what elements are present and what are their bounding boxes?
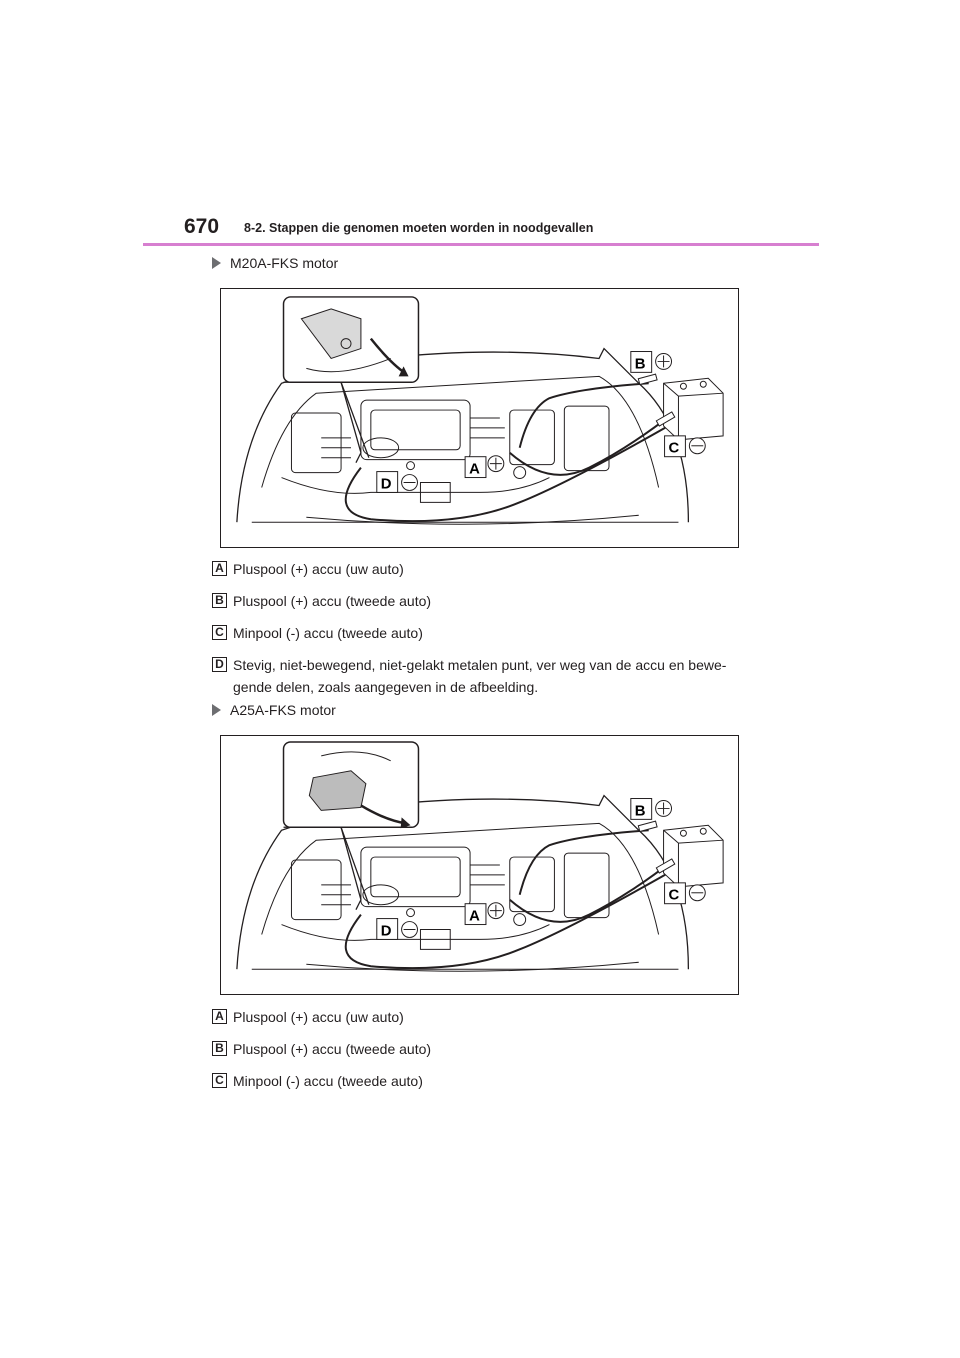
legend-item: B Pluspool (+) accu (tweede auto): [212, 590, 757, 612]
legend-text: Minpool (-) accu (tweede auto): [233, 622, 757, 644]
engine-bay-illustration-m20a: B C A D: [220, 288, 739, 548]
label-a-marker: A: [465, 903, 504, 925]
legend-text: Stevig, niet-bewegend, niet-gelakt metal…: [233, 654, 757, 698]
chapter-title: 8-2. Stappen die genomen moeten worden i…: [244, 221, 593, 235]
section-heading-text: M20A-FKS motor: [230, 255, 338, 271]
legend-badge: C: [212, 625, 227, 640]
jump-start-diagram: B C A D: [221, 736, 738, 994]
legend-badge: B: [212, 1041, 227, 1056]
figure-label-d: D: [381, 923, 392, 939]
arrow-bullet-icon: [212, 704, 221, 716]
label-d-marker: D: [377, 919, 418, 940]
legend-item: C Minpool (-) accu (tweede auto): [212, 622, 757, 644]
label-b-marker: B: [631, 352, 672, 373]
figure-label-b: B: [635, 356, 646, 372]
section-heading-text: A25A-FKS motor: [230, 702, 336, 718]
legend-text: Pluspool (+) accu (uw auto): [233, 1006, 757, 1028]
figure-label-b: B: [635, 803, 646, 819]
legend-badge: C: [212, 1073, 227, 1088]
engine-bay-illustration-a25a: B C A D: [220, 735, 739, 995]
section-heading-m20a: M20A-FKS motor: [212, 255, 338, 271]
legend-item: A Pluspool (+) accu (uw auto): [212, 1006, 757, 1028]
legend-badge: D: [212, 657, 227, 672]
figure-label-d: D: [381, 476, 392, 492]
page-number: 670: [184, 215, 219, 239]
header-divider: [143, 243, 819, 246]
legend-badge: B: [212, 593, 227, 608]
legend-item: B Pluspool (+) accu (tweede auto): [212, 1038, 757, 1060]
legend-text: Pluspool (+) accu (tweede auto): [233, 590, 757, 612]
legend-item: D Stevig, niet-bewegend, niet-gelakt met…: [212, 654, 757, 698]
label-c-marker: C: [665, 883, 706, 904]
figure-label-a: A: [469, 462, 480, 478]
figure-label-c: C: [669, 441, 680, 457]
figure-label-c: C: [669, 888, 680, 904]
legend-badge: A: [212, 1009, 227, 1024]
legend-badge: A: [212, 561, 227, 576]
legend-text: Pluspool (+) accu (tweede auto): [233, 1038, 757, 1060]
legend-text: Minpool (-) accu (tweede auto): [233, 1070, 757, 1092]
legend-item: A Pluspool (+) accu (uw auto): [212, 558, 757, 580]
label-b-marker: B: [631, 799, 672, 820]
legend-text: Pluspool (+) accu (uw auto): [233, 558, 757, 580]
arrow-bullet-icon: [212, 257, 221, 269]
label-d-marker: D: [377, 472, 418, 493]
legend-item: C Minpool (-) accu (tweede auto): [212, 1070, 757, 1092]
section-heading-a25a: A25A-FKS motor: [212, 702, 336, 718]
label-a-marker: A: [465, 456, 504, 478]
jump-start-diagram: B C A D: [221, 289, 738, 547]
label-c-marker: C: [665, 436, 706, 457]
figure-label-a: A: [469, 909, 480, 925]
